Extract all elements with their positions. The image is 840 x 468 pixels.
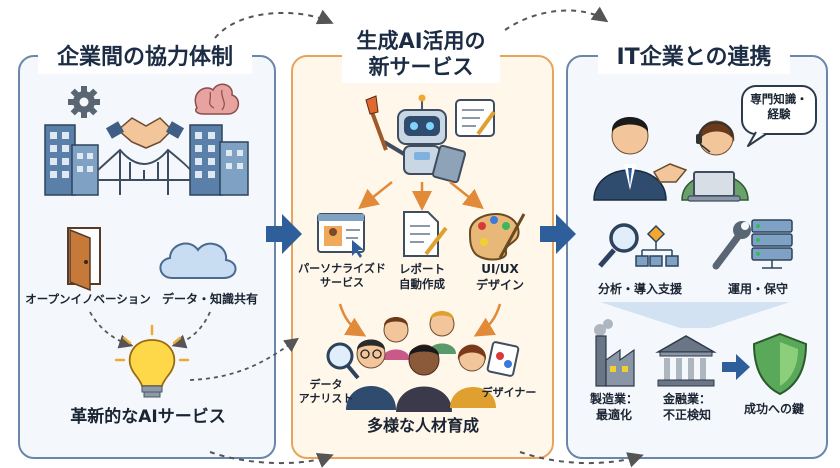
talent-development-label: 多様な人材育成 — [366, 416, 479, 435]
shield-icon — [752, 332, 808, 396]
genai-title-line1: 生成AI活用の — [356, 29, 486, 53]
tablet-icon — [431, 144, 467, 184]
bottom-right-dashed-arrow — [519, 451, 644, 468]
businessman-icon — [593, 117, 667, 201]
paintbrush-icon — [365, 95, 388, 151]
document-pencil-icon — [455, 99, 496, 137]
report-line2: 自動作成 — [399, 276, 445, 291]
office-building-right-icon — [189, 124, 249, 196]
it-partnership-title: IT企業との連携 — [598, 42, 790, 74]
magnifier-icon — [326, 342, 360, 380]
factory-icon — [594, 319, 635, 387]
bottom-left-dashed-arrow — [209, 451, 334, 468]
report-label: レポート 自動作成 — [390, 262, 454, 292]
cloud-to-bulb-arrow — [171, 311, 211, 349]
finance-label: 金融業： 不正検知 — [650, 392, 724, 423]
partner-handshake-icon — [652, 163, 688, 183]
data-analyst-label: データ アナリスト — [296, 378, 356, 407]
expertise-speech-bubble — [741, 85, 817, 147]
operation-maintenance-label: 運用・保守 — [727, 282, 788, 296]
handshake-icon — [105, 117, 185, 149]
wrench-icon — [712, 221, 751, 270]
collaboration-title: 企業間の協力体制 — [38, 42, 252, 74]
office-building-left-icon — [44, 124, 99, 196]
robot-to-personalized-arrow — [358, 181, 393, 210]
personalized-service-screen-icon — [317, 213, 365, 258]
laptop-icon — [687, 171, 741, 202]
report-line1: レポート — [399, 262, 445, 276]
designer-label: デザイナー — [481, 386, 537, 399]
light-bulb-icon — [114, 324, 190, 398]
ai-service-label: 革新的なAIサービス — [70, 407, 226, 427]
bulb-to-talent-arrow — [189, 337, 299, 381]
data-sharing-label: データ・知識共有 — [161, 292, 258, 306]
uiux-line1: UI/UX — [481, 262, 519, 276]
analysis-support-label: 分析・導入支援 — [597, 282, 682, 296]
robot-to-uiux-arrow — [449, 181, 484, 210]
brain-icon — [194, 83, 240, 115]
manufacturing-line2: 最適化 — [595, 407, 632, 422]
services-to-talent-left-arrow — [338, 303, 367, 337]
robot-icon — [382, 94, 447, 175]
finance-line2: 不正検知 — [662, 407, 711, 422]
services-to-talent-right-arrow — [473, 303, 502, 337]
uiux-line2: デザイン — [475, 277, 524, 292]
genai-title-line2: 新サービス — [368, 55, 474, 80]
genai-title: 生成AI活用の 新サービス — [342, 26, 500, 83]
open-door-icon — [67, 227, 101, 292]
people-group-icon — [346, 311, 496, 412]
key-to-success-label: 成功への鍵 — [743, 402, 804, 416]
bubble-line2: 経験 — [767, 106, 791, 121]
finance-line1: 金融業： — [662, 392, 711, 406]
bubble-line1: 専門知識・ — [750, 92, 808, 106]
manufacturing-label: 製造業： 最適化 — [578, 392, 650, 423]
bank-icon — [655, 335, 717, 387]
analysis-magnifier-icon — [598, 223, 639, 268]
expertise-bubble-text: 専門知識・ 経験 — [744, 92, 814, 122]
personalized-line1: パーソナライズド — [298, 262, 386, 275]
cloud-icon — [159, 242, 237, 279]
finance-to-key-arrow — [722, 354, 750, 380]
personalized-service-label: パーソナライズド サービス — [296, 262, 388, 291]
personalized-line2: サービス — [320, 276, 364, 290]
analyst-line1: データ — [309, 378, 343, 391]
open-innovation-label: オープンイノベーション — [25, 292, 151, 306]
flowchart-icon — [635, 224, 679, 267]
design-tablet-icon — [486, 341, 520, 377]
top-left-dashed-arrow — [214, 9, 334, 39]
top-right-dashed-arrow — [504, 6, 609, 31]
analyst-line2: アナリスト — [298, 392, 354, 406]
door-to-bulb-arrow — [89, 311, 134, 349]
mid-to-right-arrow — [540, 214, 576, 254]
bridge-icon — [97, 148, 191, 195]
highlight-funnel — [600, 302, 790, 328]
palette-icon — [468, 213, 526, 261]
gear-icon — [68, 86, 100, 118]
server-icon — [751, 219, 793, 269]
uiux-label: UI/UX デザイン — [462, 262, 538, 293]
report-document-icon — [403, 211, 448, 257]
manufacturing-line1: 製造業： — [589, 392, 638, 406]
left-to-mid-arrow — [266, 214, 302, 254]
